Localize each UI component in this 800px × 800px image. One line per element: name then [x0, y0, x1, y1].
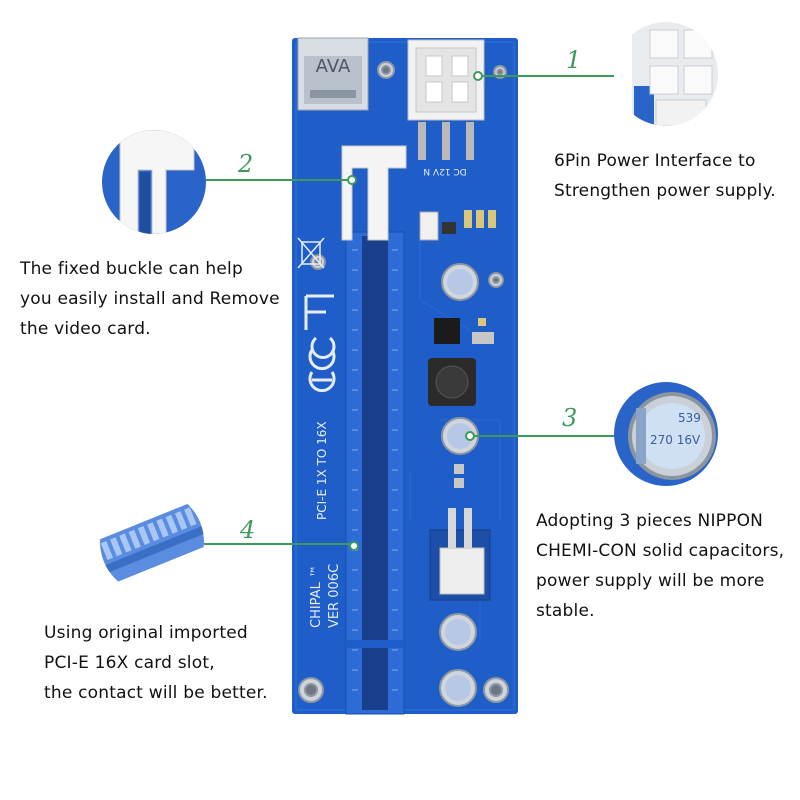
certification-marks — [297, 237, 336, 393]
fixed-buckle — [341, 145, 407, 241]
callout-2-number: 2 — [238, 150, 254, 178]
capacitor-code: 539 — [678, 411, 701, 425]
6pin-power-connector-icon — [614, 22, 718, 126]
smd-components — [419, 210, 496, 488]
usb-label: AVA — [316, 56, 351, 77]
board-brand: CHIPAL ™ — [309, 565, 324, 628]
inductor — [428, 358, 476, 406]
board-marking-main: PCI-E 1X TO 16X — [315, 421, 329, 520]
usb-port: AVA — [297, 37, 369, 111]
callout-2-zoom — [102, 130, 206, 234]
callout-3-number: 3 — [562, 404, 578, 432]
callout-1-zoom — [614, 22, 718, 126]
pcie-x16-slot — [345, 231, 405, 715]
callout-4-caption: Using original imported PCI-E 16X card s… — [44, 623, 268, 703]
callout-2-caption: The fixed buckle can help you easily ins… — [20, 259, 280, 339]
callout-3-zoom: 539 270 16V — [614, 382, 718, 486]
callout-3-caption: Adopting 3 pieces NIPPON CHEMI-CON solid… — [536, 511, 785, 621]
callout-4-zoom — [100, 490, 204, 594]
connector-label: DC 12V N — [423, 166, 466, 176]
pcie-slot-contacts-icon — [100, 490, 204, 594]
mounting-holes — [298, 61, 509, 703]
solid-capacitor-icon: 539 270 16V — [614, 382, 718, 486]
voltage-regulator — [429, 508, 491, 601]
board-capacitors — [439, 263, 479, 707]
callout-1-number: 1 — [566, 46, 582, 74]
capacitor-text: 270 16V — [650, 433, 701, 447]
6pin-power-connector: DC 12V N — [407, 39, 485, 176]
board-version: VER 006C — [327, 564, 342, 628]
fixed-buckle-icon — [102, 130, 206, 234]
callout-4-number: 4 — [240, 516, 256, 544]
callout-1-caption: 6Pin Power Interface to Strengthen power… — [554, 151, 776, 201]
pcb-board — [292, 38, 518, 714]
